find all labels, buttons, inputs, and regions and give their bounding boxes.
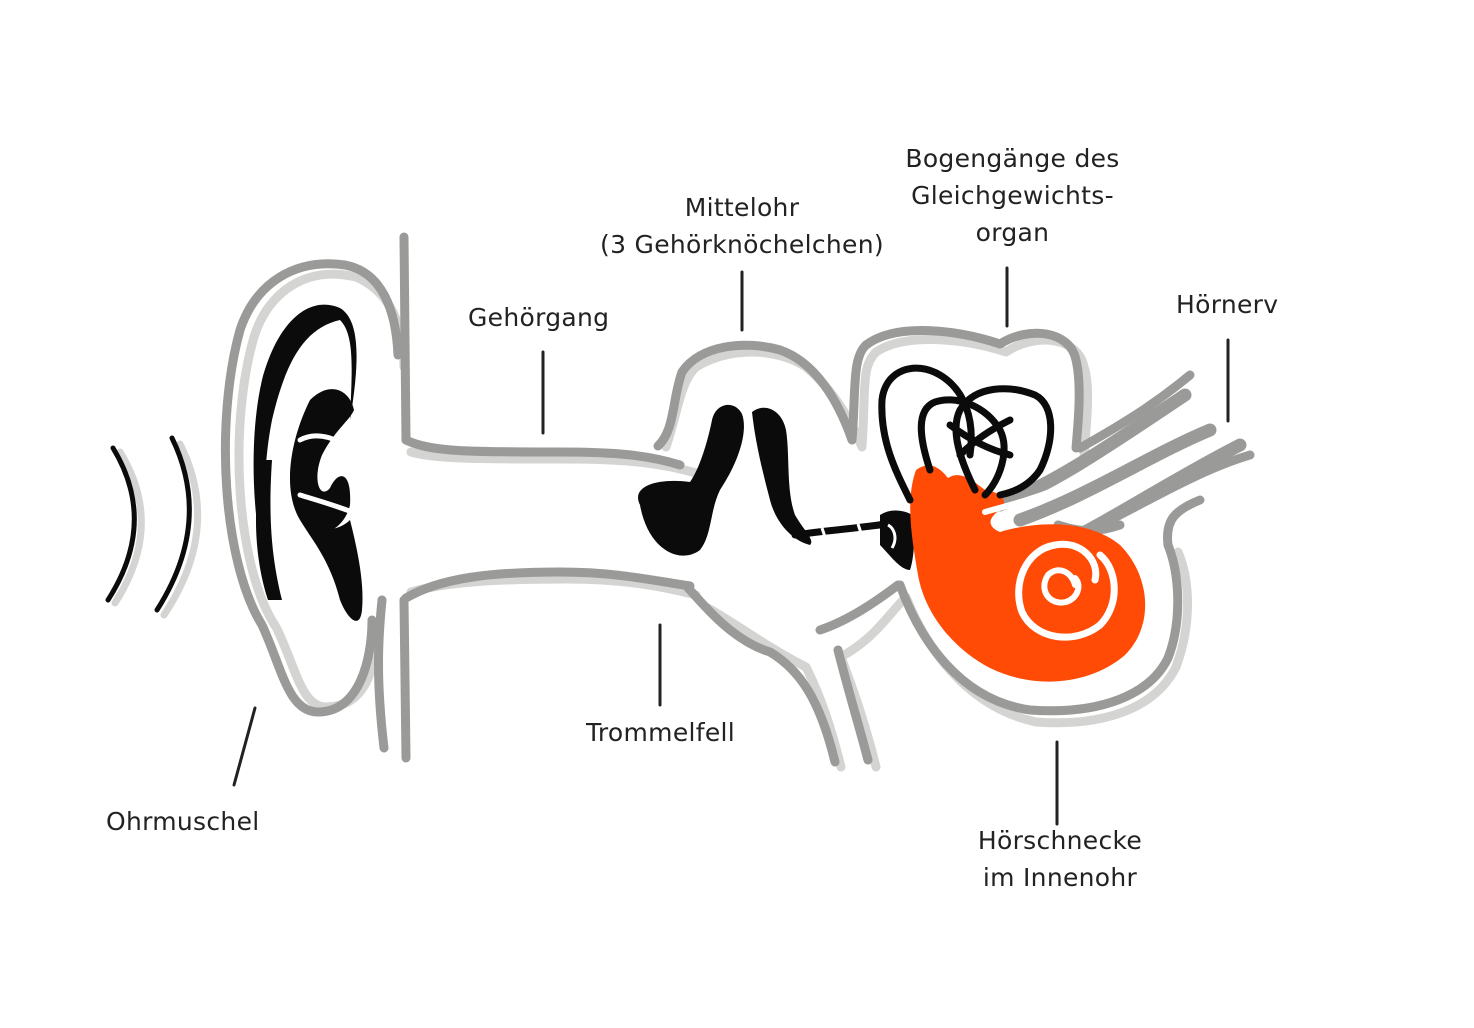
- ear-inner-dark: [254, 305, 363, 621]
- label-mittelohr: Mittelohr (3 Gehörknöchelchen): [597, 189, 887, 263]
- label-trommelfell: Trommelfell: [586, 714, 735, 751]
- label-bogengaenge: Bogengänge des Gleichgewichts- organ: [895, 140, 1130, 251]
- sound-waves: [108, 438, 198, 615]
- ossicles: [638, 405, 914, 570]
- label-gehoergang: Gehörgang: [468, 299, 609, 336]
- label-hoernerv: Hörnerv: [1176, 286, 1278, 323]
- label-ohrmuschel: Ohrmuschel: [106, 803, 260, 840]
- cochlea: [910, 465, 1145, 681]
- leader-ohrmuschel: [234, 708, 255, 785]
- label-hoerschnecke: Hörschnecke im Innenohr: [965, 822, 1155, 896]
- ear-outline: [225, 237, 1250, 767]
